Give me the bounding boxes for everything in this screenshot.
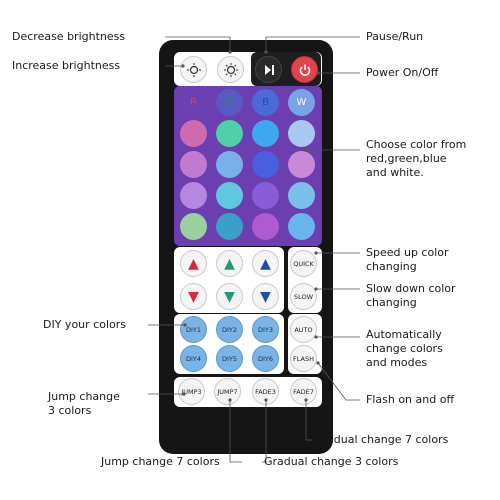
arrow-down-icon: ▼ [224,288,235,305]
sun-dim-icon [186,62,201,77]
label-flash: Flash on and off [366,393,455,406]
color-button[interactable] [252,213,279,240]
fade7-label: FADE7 [293,387,314,396]
diy2-label: DIY2 [221,325,238,334]
label-slow-down: Slow down color changing [366,282,456,309]
label-jump7: Jump change 7 colors [101,455,220,468]
color-button[interactable] [252,151,279,178]
diy6-label: DIY6 [257,354,274,363]
label-speed-up: Speed up color changing [366,246,449,273]
pause-run-button[interactable] [255,56,282,83]
jump3-button[interactable]: JUMP3 [178,378,205,405]
color-button[interactable] [288,213,315,240]
color-grid: R G B W [174,86,322,246]
blue-down-button[interactable]: ▼ [252,283,279,310]
arrow-down-icon: ▼ [260,288,271,305]
fade7-button[interactable]: FADE7 [290,378,317,405]
red-up-button[interactable]: ▲ [180,250,207,277]
diy6-button[interactable]: DIY6 [252,345,279,372]
fade3-label: FADE3 [255,387,276,396]
label-power: Power On/Off [366,66,439,79]
color-button[interactable] [180,182,207,209]
power-button[interactable] [291,56,318,83]
color-button[interactable] [180,120,207,147]
auto-label: AUTO [294,325,313,334]
label-auto: Automatically change colors and modes [366,328,443,369]
color-button[interactable] [216,182,243,209]
diy3-button[interactable]: DIY3 [252,316,279,343]
color-button-g[interactable]: G [216,89,243,116]
label-decrease-brightness: Decrease brightness [12,30,126,43]
diy5-button[interactable]: DIY5 [216,345,243,372]
jump7-button[interactable]: JUMP7 [214,378,241,405]
color-header-b: B [262,97,269,108]
increase-brightness-button[interactable] [217,56,244,83]
arrow-up-icon: ▲ [260,255,271,272]
quick-button[interactable]: QUICK [290,250,317,277]
slow-label: SLOW [293,292,314,301]
color-button[interactable] [180,213,207,240]
green-down-button[interactable]: ▼ [216,283,243,310]
green-up-button[interactable]: ▲ [216,250,243,277]
diy1-button[interactable]: DIY1 [180,316,207,343]
label-choose-color: Choose color from red,green,blue and whi… [366,138,467,179]
diy2-button[interactable]: DIY2 [216,316,243,343]
color-button[interactable] [216,213,243,240]
color-header-g: G [225,97,234,108]
color-button[interactable] [288,182,315,209]
quick-label: QUICK [293,259,314,268]
play-pause-icon [264,64,274,75]
diy4-button[interactable]: DIY4 [180,345,207,372]
label-diy: DIY your colors [43,318,126,331]
diy5-label: DIY5 [221,354,238,363]
jump3-label: JUMP3 [181,387,202,396]
arrow-down-icon: ▼ [188,288,199,305]
diy4-label: DIY4 [185,354,202,363]
blue-up-button[interactable]: ▲ [252,250,279,277]
color-button-w[interactable]: W [288,89,315,116]
red-down-button[interactable]: ▼ [180,283,207,310]
label-pause-run: Pause/Run [366,30,424,43]
label-jump3: Jump change 3 colors [48,390,120,417]
color-button[interactable] [288,151,315,178]
arrow-up-icon: ▲ [188,255,199,272]
color-button[interactable] [252,182,279,209]
decrease-brightness-button[interactable] [180,56,207,83]
jump7-label: JUMP7 [217,387,238,396]
color-button[interactable] [216,151,243,178]
color-button[interactable] [180,151,207,178]
sun-bright-icon [223,62,238,77]
slow-button[interactable]: SLOW [290,283,317,310]
label-fade7: Gradual change 7 colors [314,433,449,446]
label-fade3: Gradual change 3 colors [264,455,399,468]
color-button[interactable] [252,120,279,147]
arrow-up-icon: ▲ [224,255,235,272]
flash-button[interactable]: FLASH [290,345,317,372]
color-header-r: R [190,97,197,108]
power-icon [299,64,310,76]
diy1-label: DIY1 [185,325,202,334]
flash-label: FLASH [293,354,314,363]
color-button-b[interactable]: B [252,89,279,116]
label-increase-brightness: Increase brightness [12,59,121,72]
color-button[interactable] [216,120,243,147]
color-button[interactable] [288,120,315,147]
auto-button[interactable]: AUTO [290,316,317,343]
color-header-w: W [296,97,307,108]
diy3-label: DIY3 [257,325,274,334]
color-button-r[interactable]: R [180,89,207,116]
